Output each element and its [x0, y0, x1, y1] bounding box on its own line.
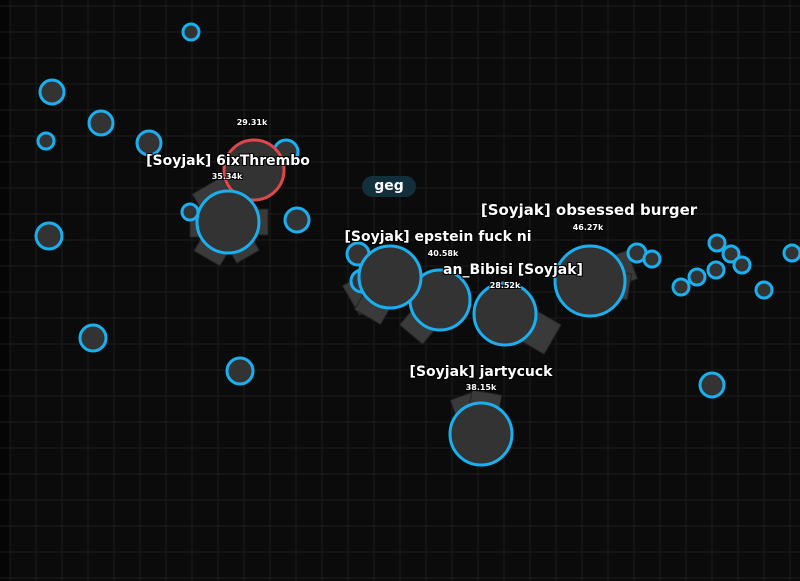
player-score: 38.15k — [465, 383, 497, 392]
chat-bubble: geg — [362, 176, 416, 197]
player-name: an_Bibisi [Soyjak] — [443, 262, 583, 278]
player-score: 46.27k — [572, 223, 604, 232]
player-score: 40.58k — [427, 249, 459, 258]
player-name: [Soyjak] obsessed burger — [480, 201, 698, 219]
player-tank — [195, 189, 261, 255]
drone — [706, 260, 726, 280]
drone — [36, 131, 56, 151]
drone — [721, 244, 741, 264]
player-name: [Soyjak] jartycuck — [409, 364, 553, 380]
drone — [698, 371, 726, 399]
drone — [283, 206, 311, 234]
drone — [687, 267, 707, 287]
map-border — [0, 0, 10, 581]
player-score: 35.34k — [211, 172, 243, 181]
player-name: [Soyjak] 6ixThrembo — [146, 153, 310, 169]
drone — [38, 78, 66, 106]
drone — [87, 109, 115, 137]
drone — [671, 277, 691, 297]
player-score: 28.52k — [489, 281, 521, 290]
drone — [754, 280, 774, 300]
drone — [642, 249, 662, 269]
player-score: 29.31k — [236, 118, 268, 127]
drone — [782, 243, 800, 263]
drone — [707, 233, 727, 253]
player-tank — [553, 244, 627, 318]
drone — [135, 129, 163, 157]
player-name: [Soyjak] epstein fuck ni — [344, 229, 532, 245]
drone — [225, 356, 255, 386]
drone — [78, 323, 108, 353]
drone — [180, 202, 200, 222]
enemy-tank — [222, 138, 286, 202]
player-tank — [357, 244, 423, 310]
drone — [34, 221, 64, 251]
player-tank — [472, 281, 538, 347]
drone — [181, 22, 201, 42]
drone — [732, 255, 752, 275]
player-tank — [448, 401, 514, 467]
